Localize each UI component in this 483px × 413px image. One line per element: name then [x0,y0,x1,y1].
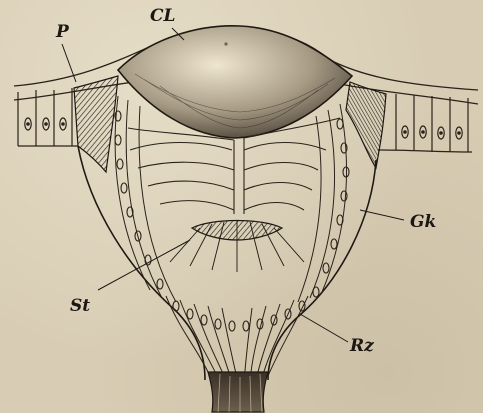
rhabdom-lines [170,221,304,272]
retinula-nuclei [115,111,349,297]
label-st: St [70,298,90,315]
epidermis-right [378,94,472,152]
label-cl: CL [150,8,175,25]
label-gk: Gk [410,214,436,231]
eye-cup-outline [78,146,376,380]
label-p: P [56,24,69,41]
lower-nuclei [173,301,305,331]
epidermis-left [18,88,78,146]
label-rz: Rz [350,338,374,355]
pigment-region-right [346,82,386,168]
optic-nerve [208,372,268,412]
